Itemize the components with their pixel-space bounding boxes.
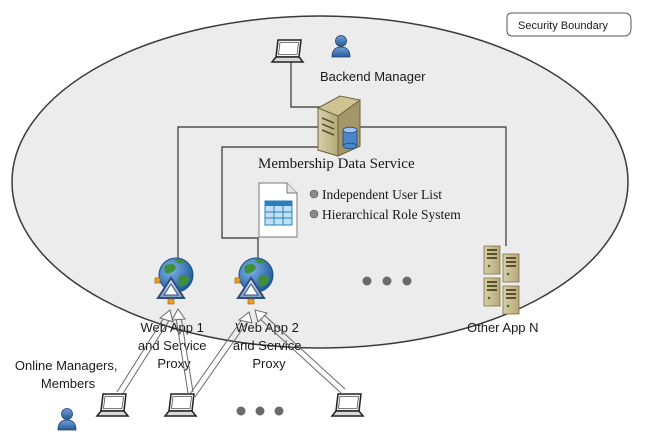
arrowheads (158, 308, 268, 324)
backend-manager-label: Backend Manager (320, 69, 426, 84)
security-boundary-ellipse (11, 15, 629, 349)
feature-1: Independent User List (322, 187, 442, 202)
client-arrows (116, 313, 346, 398)
feature-bullet (309, 209, 319, 219)
feature-2: Hierarchical Role System (322, 207, 461, 222)
connection-lines (177, 62, 507, 258)
membership-service-label: Membership Data Service (258, 156, 415, 172)
security-boundary-label: Security Boundary (518, 20, 608, 32)
member-user-icon (57, 408, 77, 431)
feature-bullet (309, 189, 319, 199)
client-laptop-icon (164, 393, 197, 417)
database-icon (342, 126, 358, 150)
client-laptop-icon (331, 393, 364, 417)
other-app-label: Other App N (467, 320, 539, 335)
client-laptop-icon (96, 393, 129, 417)
ellipsis-dots (362, 276, 412, 286)
security-boundary-tag: Security Boundary (506, 12, 632, 37)
ellipsis-dots (236, 406, 284, 416)
document-table-icon (258, 182, 298, 238)
web-app-1-label: Web App 1 and Service Proxy (138, 320, 210, 371)
online-users-label: Online Managers, Members (15, 358, 121, 391)
